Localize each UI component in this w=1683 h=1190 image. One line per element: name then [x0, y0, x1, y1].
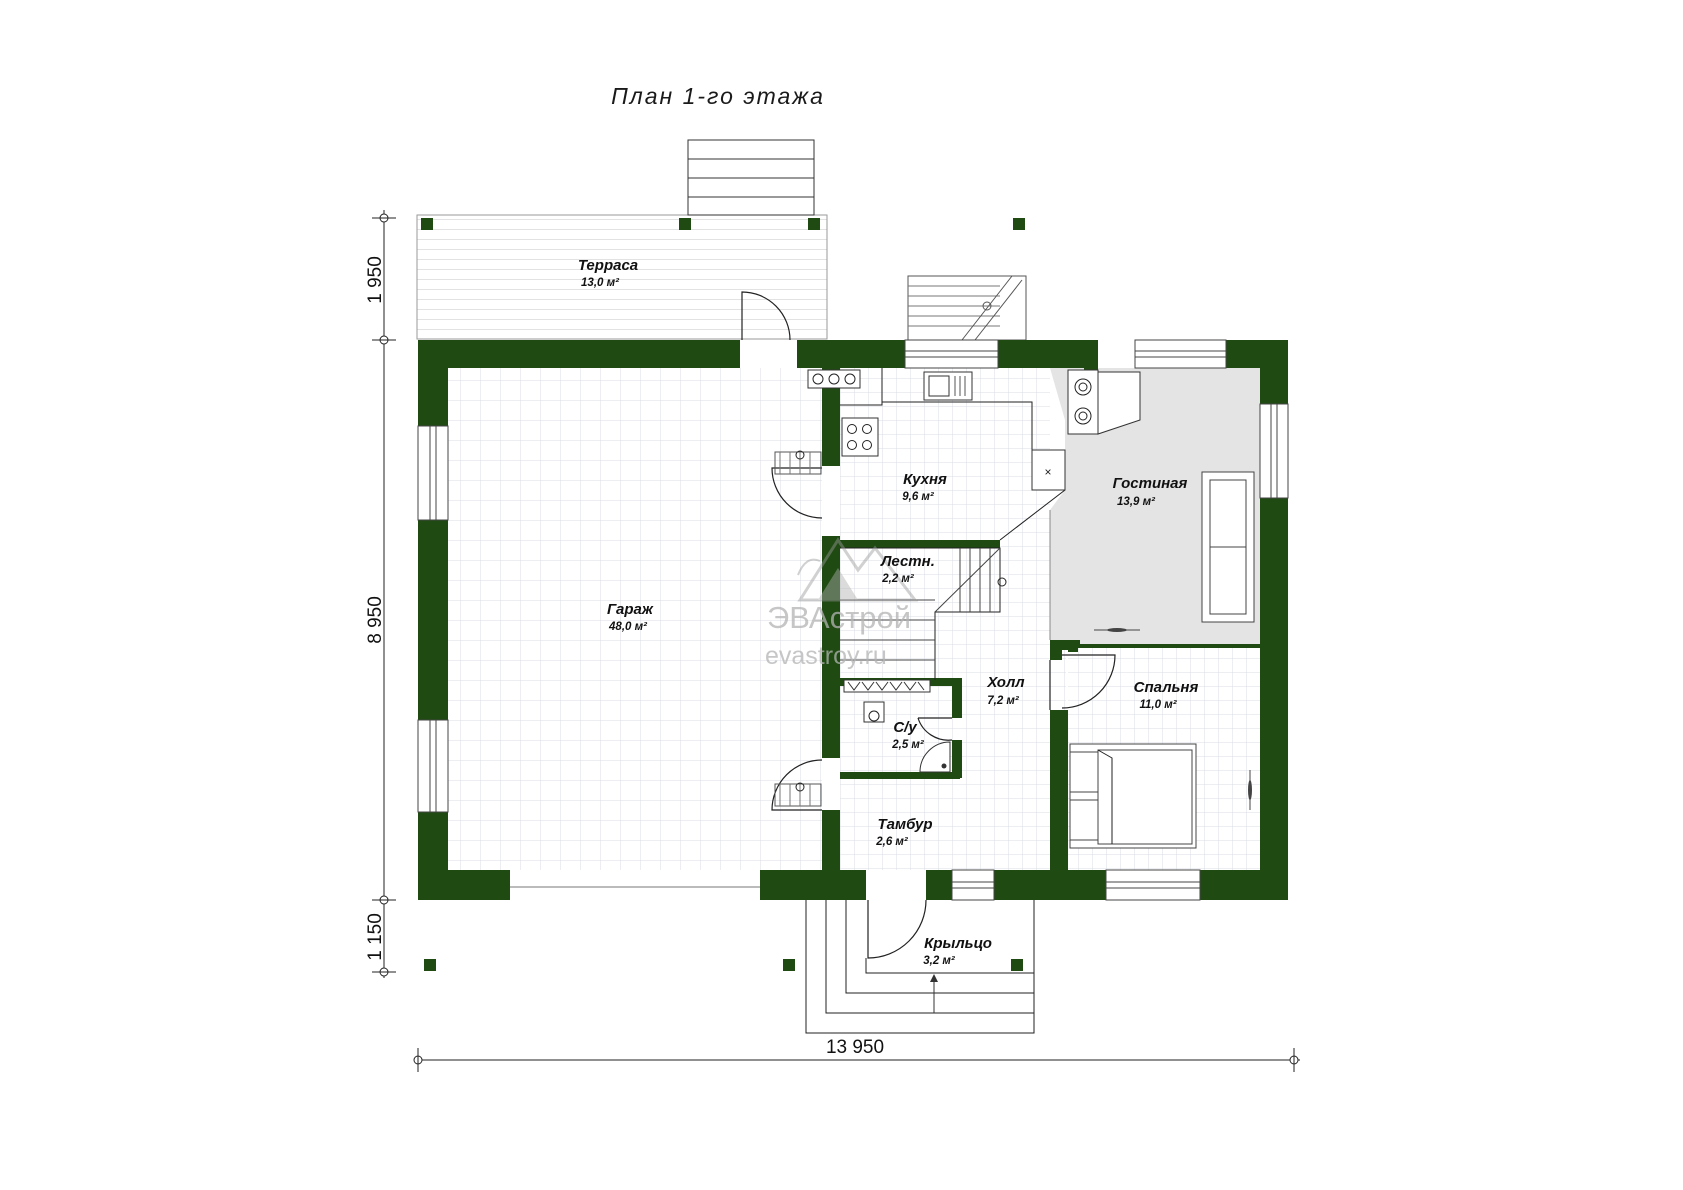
porch-post — [424, 959, 436, 971]
terrace-post — [421, 218, 433, 230]
garage-gate — [510, 870, 760, 900]
doors — [740, 291, 1116, 959]
kitchen-furniture: × — [807, 368, 1066, 541]
watermark-site: evastroy.ru — [765, 642, 887, 670]
sofa — [1201, 471, 1255, 623]
windows — [417, 339, 1289, 901]
room-name-living: Гостиная — [1113, 475, 1188, 492]
room-area-terrace: 13,0 м² — [581, 277, 620, 289]
terrace-floor — [416, 214, 828, 340]
room-area-bedroom: 11,0 м² — [1139, 699, 1177, 711]
room-name-porch: Крыльцо — [924, 935, 992, 952]
dim-total-width: 13 950 — [826, 1037, 884, 1058]
room-area-garage: 48,0 м² — [608, 621, 648, 633]
room-area-living: 13,9 м² — [1117, 496, 1156, 508]
boiler-unit — [1067, 369, 1141, 435]
external-stair — [907, 275, 1027, 341]
svg-text:×: × — [1044, 465, 1051, 479]
room-area-wc: 2,5 м² — [891, 739, 925, 751]
porch-post — [1011, 959, 1023, 971]
dim-house-depth: 8 950 — [365, 596, 386, 644]
bed — [1069, 743, 1197, 849]
room-area-stairs: 2,2 м² — [881, 573, 915, 585]
room-name-terrace: Терраса — [578, 257, 638, 274]
terrace-post — [1013, 218, 1025, 230]
room-name-stairs: Лестн. — [880, 553, 935, 570]
watermark-logo — [797, 537, 919, 602]
dim-porch-depth: 1 150 — [365, 913, 386, 961]
room-name-garage: Гараж — [607, 601, 654, 618]
room-name-kitchen: Кухня — [903, 471, 947, 488]
room-name-vestibule: Тамбур — [877, 816, 932, 833]
room-area-porch: 3,2 м² — [923, 955, 956, 967]
terrace-post — [808, 218, 820, 230]
room-area-hall: 7,2 м² — [987, 695, 1020, 707]
garage-fittings — [774, 450, 822, 807]
exterior-walls — [418, 340, 1288, 900]
room-area-kitchen: 9,6 м² — [902, 491, 935, 503]
room-name-bedroom: Спальня — [1134, 679, 1199, 696]
porch-post — [783, 959, 795, 971]
room-area-vestibule: 2,6 м² — [875, 836, 909, 848]
interior-staircase — [840, 547, 1007, 693]
plan-title: План 1-го этажа — [611, 83, 825, 109]
room-name-hall: Холл — [986, 674, 1025, 691]
room-name-wc: С/у — [893, 719, 917, 736]
dim-terrace-depth: 1 950 — [365, 256, 386, 304]
watermark-brand: ЭВАстрой — [767, 600, 911, 635]
wc-fixtures — [863, 701, 951, 773]
dimension-lines — [372, 210, 1300, 1072]
garage-floor — [448, 368, 822, 870]
terrace-steps — [687, 139, 815, 216]
porch-steps — [805, 900, 1035, 1034]
terrace-post — [679, 218, 691, 230]
